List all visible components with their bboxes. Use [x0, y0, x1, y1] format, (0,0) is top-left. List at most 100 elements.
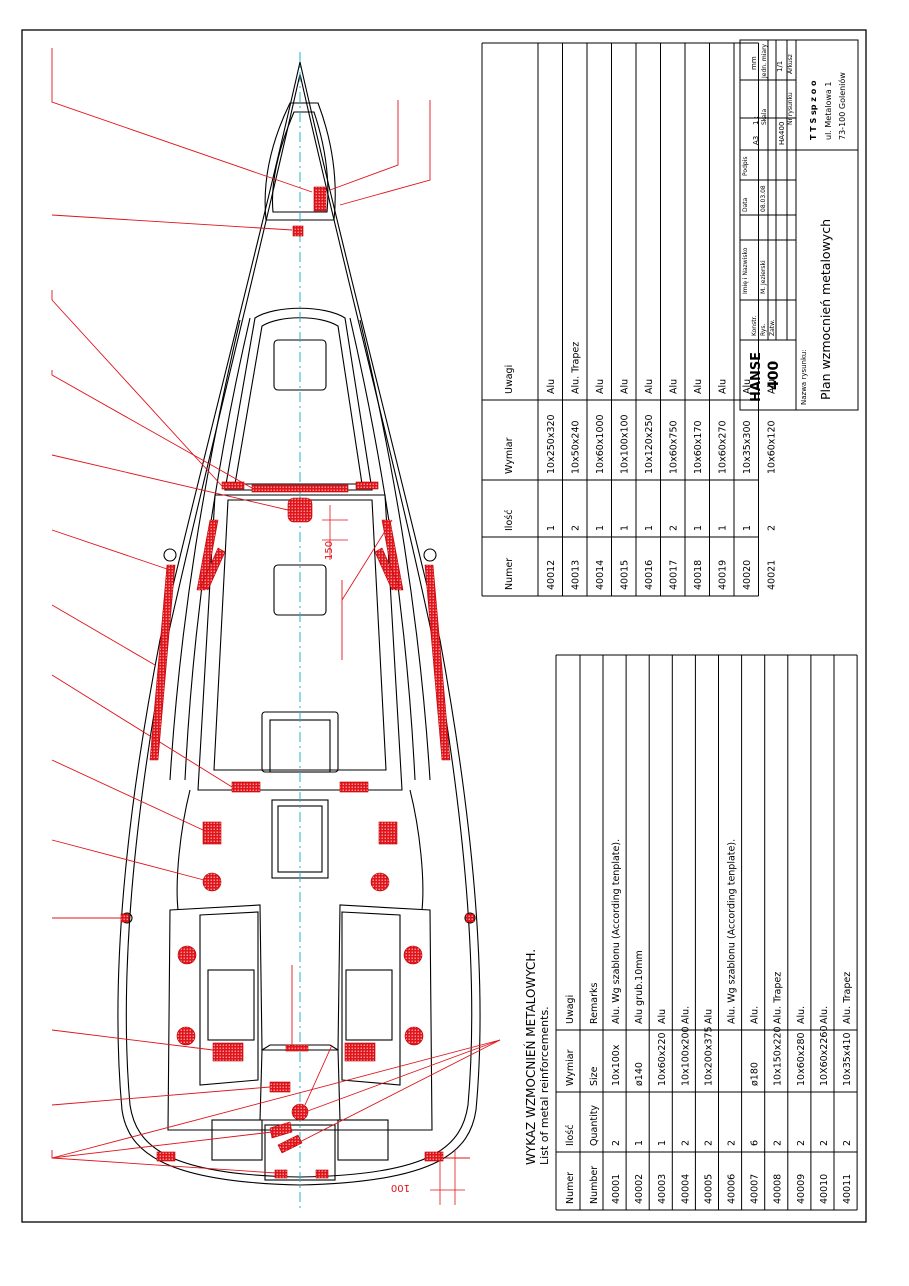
brand-text: HANSE: [749, 352, 764, 402]
name-column-header: Imię i Nazwisko: [742, 247, 749, 294]
table-cell: 40003: [657, 1174, 668, 1204]
company-name: T T S sp z o o: [809, 80, 818, 140]
table-cell: 40004: [680, 1174, 691, 1204]
table-header-cell: Quantity: [589, 1105, 600, 1146]
table-header-cell: Size: [589, 1066, 600, 1086]
hull-outline: [117, 61, 481, 1186]
table-cell: 2: [571, 525, 582, 531]
table-cell: 1: [595, 525, 606, 531]
table-cell: 10x60x1000: [595, 414, 606, 474]
table-header-cell: Numer: [565, 1172, 576, 1204]
table-cell: 2: [842, 1140, 853, 1146]
table-cell: 1: [718, 525, 729, 531]
table-cell: Alu: [620, 379, 631, 394]
table-cell: 10x100x100: [620, 414, 631, 474]
table-cell: Alu. Wg szablonu (According tenplate).: [727, 839, 738, 1024]
format-text: A3: [752, 136, 760, 145]
lower-table-title: WYKAZ WZMOCNIEŃ METALOWYCH.: [523, 949, 538, 1165]
table-cell: 1: [657, 1140, 668, 1146]
table-header-cell: Wymiar: [565, 1049, 576, 1086]
table-cell: 40013: [571, 560, 582, 590]
table-cell: 1: [693, 525, 704, 531]
table-cell: 40012: [546, 560, 557, 590]
table-cell: 2: [796, 1140, 807, 1146]
sheet-text: 1/1: [776, 61, 784, 72]
table-cell: 2: [669, 525, 680, 531]
table-cell: 10x250x320: [546, 414, 557, 474]
table-cell: ø180: [750, 1062, 761, 1086]
table-cell: 1: [546, 525, 557, 531]
table-cell: 10x150x220: [773, 1026, 784, 1086]
company-address-2: 73-100 Goleniów: [837, 72, 847, 140]
table-cell: 1: [742, 525, 753, 531]
table-cell: Alu: [742, 379, 753, 394]
table-cell: 40008: [773, 1174, 784, 1204]
table-cell: 40009: [796, 1174, 807, 1204]
table-cell: 1: [620, 525, 631, 531]
sign-column-header: Podpis: [742, 157, 749, 177]
table-header-cell: Ilość: [565, 1125, 576, 1146]
table-cell: 2: [819, 1140, 830, 1146]
table-cell: 2: [773, 1140, 784, 1146]
table-cell: 2: [703, 1140, 714, 1146]
table-cell: 10x100x200: [680, 1026, 691, 1086]
table-cell: 2: [767, 525, 778, 531]
leader-lines: [51, 48, 501, 1174]
title-block-text: HANSE 400 Nazwa rysunku: Plan wzmocnień …: [742, 43, 847, 405]
table-cell: Alu: [644, 379, 655, 394]
table-header-cell: Number: [589, 1166, 600, 1204]
table-cell: 10x100x: [611, 1044, 622, 1086]
table-cell: 10x200x375: [703, 1026, 714, 1086]
table-cell: Alu: [703, 1009, 714, 1024]
table-header-cell: Uwagi: [565, 995, 576, 1024]
table-cell: 1: [644, 525, 655, 531]
table-cell: 10x35x300: [742, 420, 753, 474]
table-cell: Alu: [669, 379, 680, 394]
table-cell: Alu: [657, 1009, 668, 1024]
drawing-name-label: Nazwa rysunku:: [800, 349, 808, 405]
table-cell: Alu.: [819, 1006, 830, 1024]
table-cell: ø140: [634, 1062, 645, 1086]
dimension-150: [322, 505, 348, 560]
lower-table-subtitle: List of metal reinforcements.: [538, 1006, 551, 1165]
upper-table: NumerIlośćWymiarUwagi40012110x250x320Alu…: [481, 42, 778, 597]
table-cell: Alu.: [796, 1006, 807, 1024]
table-header-cell: Uwagi: [504, 365, 515, 394]
company-address-1: ul. Metalowa 1: [824, 82, 833, 140]
table-cell: 10x60x270: [718, 420, 729, 474]
table-cell: 10x50x240: [571, 420, 582, 474]
date-column-header: Data: [742, 197, 749, 212]
table-cell: Alu. Trapez: [571, 342, 582, 394]
rys-name: M. Jezierski: [760, 260, 767, 294]
scale-label: Skala: [761, 108, 768, 125]
rys-date: 08.03.08: [760, 185, 767, 212]
table-cell: Alu: [595, 379, 606, 394]
table-cell: 40007: [750, 1174, 761, 1204]
table-cell: Alu. Trapez: [773, 972, 784, 1024]
table-cell: 40018: [693, 560, 704, 590]
table-cell: 10x120x250: [644, 414, 655, 474]
dimension-100: [430, 1150, 465, 1205]
title-block: [739, 39, 859, 411]
table-cell: Alu grub.10mm: [634, 950, 645, 1024]
konstr-label: Konstr.: [751, 315, 758, 336]
table-cell: 40017: [669, 560, 680, 590]
table-cell: 6: [750, 1140, 761, 1146]
table-cell: Alu. Trapez: [842, 972, 853, 1024]
dimension-100-label: 100: [391, 1182, 410, 1193]
table-cell: 40010: [819, 1174, 830, 1204]
rys-label: Rys.: [760, 323, 767, 336]
model-text: 400: [766, 361, 782, 390]
table-header-cell: Ilość: [504, 510, 515, 531]
units-label: Jedn. miary: [761, 43, 768, 79]
dimension-150-label: 150: [324, 541, 335, 560]
drawing-name: Plan wzmocnień metalowych: [818, 219, 833, 400]
table-cell: 40002: [634, 1174, 645, 1204]
table-cell: 40006: [727, 1174, 738, 1204]
table-cell: 10x60x280: [796, 1032, 807, 1086]
table-cell: 1: [634, 1140, 645, 1146]
table-cell: 10x60x170: [693, 420, 704, 474]
table-cell: 40020: [742, 560, 753, 590]
scale-text: 1 :: [752, 116, 760, 125]
reinforcements: [120, 186, 475, 1179]
